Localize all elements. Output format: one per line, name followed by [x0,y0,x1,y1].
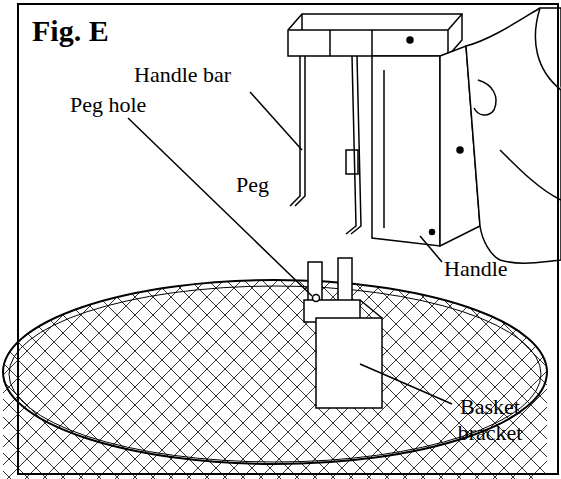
part-label: Handle [444,256,544,282]
basket-mesh [0,270,561,479]
part-label: Basket bracket [440,394,540,446]
figure-title: Fig. E [32,14,109,48]
leader-lines [128,92,452,404]
basket-rim [3,280,547,464]
part-label: Handle bar [134,62,284,88]
basket-bracket [304,258,382,408]
handle-assembly [288,14,480,246]
hand [466,8,561,263]
basket-rim-inner [9,286,541,462]
part-label: Peg [236,172,296,198]
part-label: Peg hole [70,92,190,118]
handle-bar-rods [290,56,361,234]
figure-frame [18,4,558,474]
